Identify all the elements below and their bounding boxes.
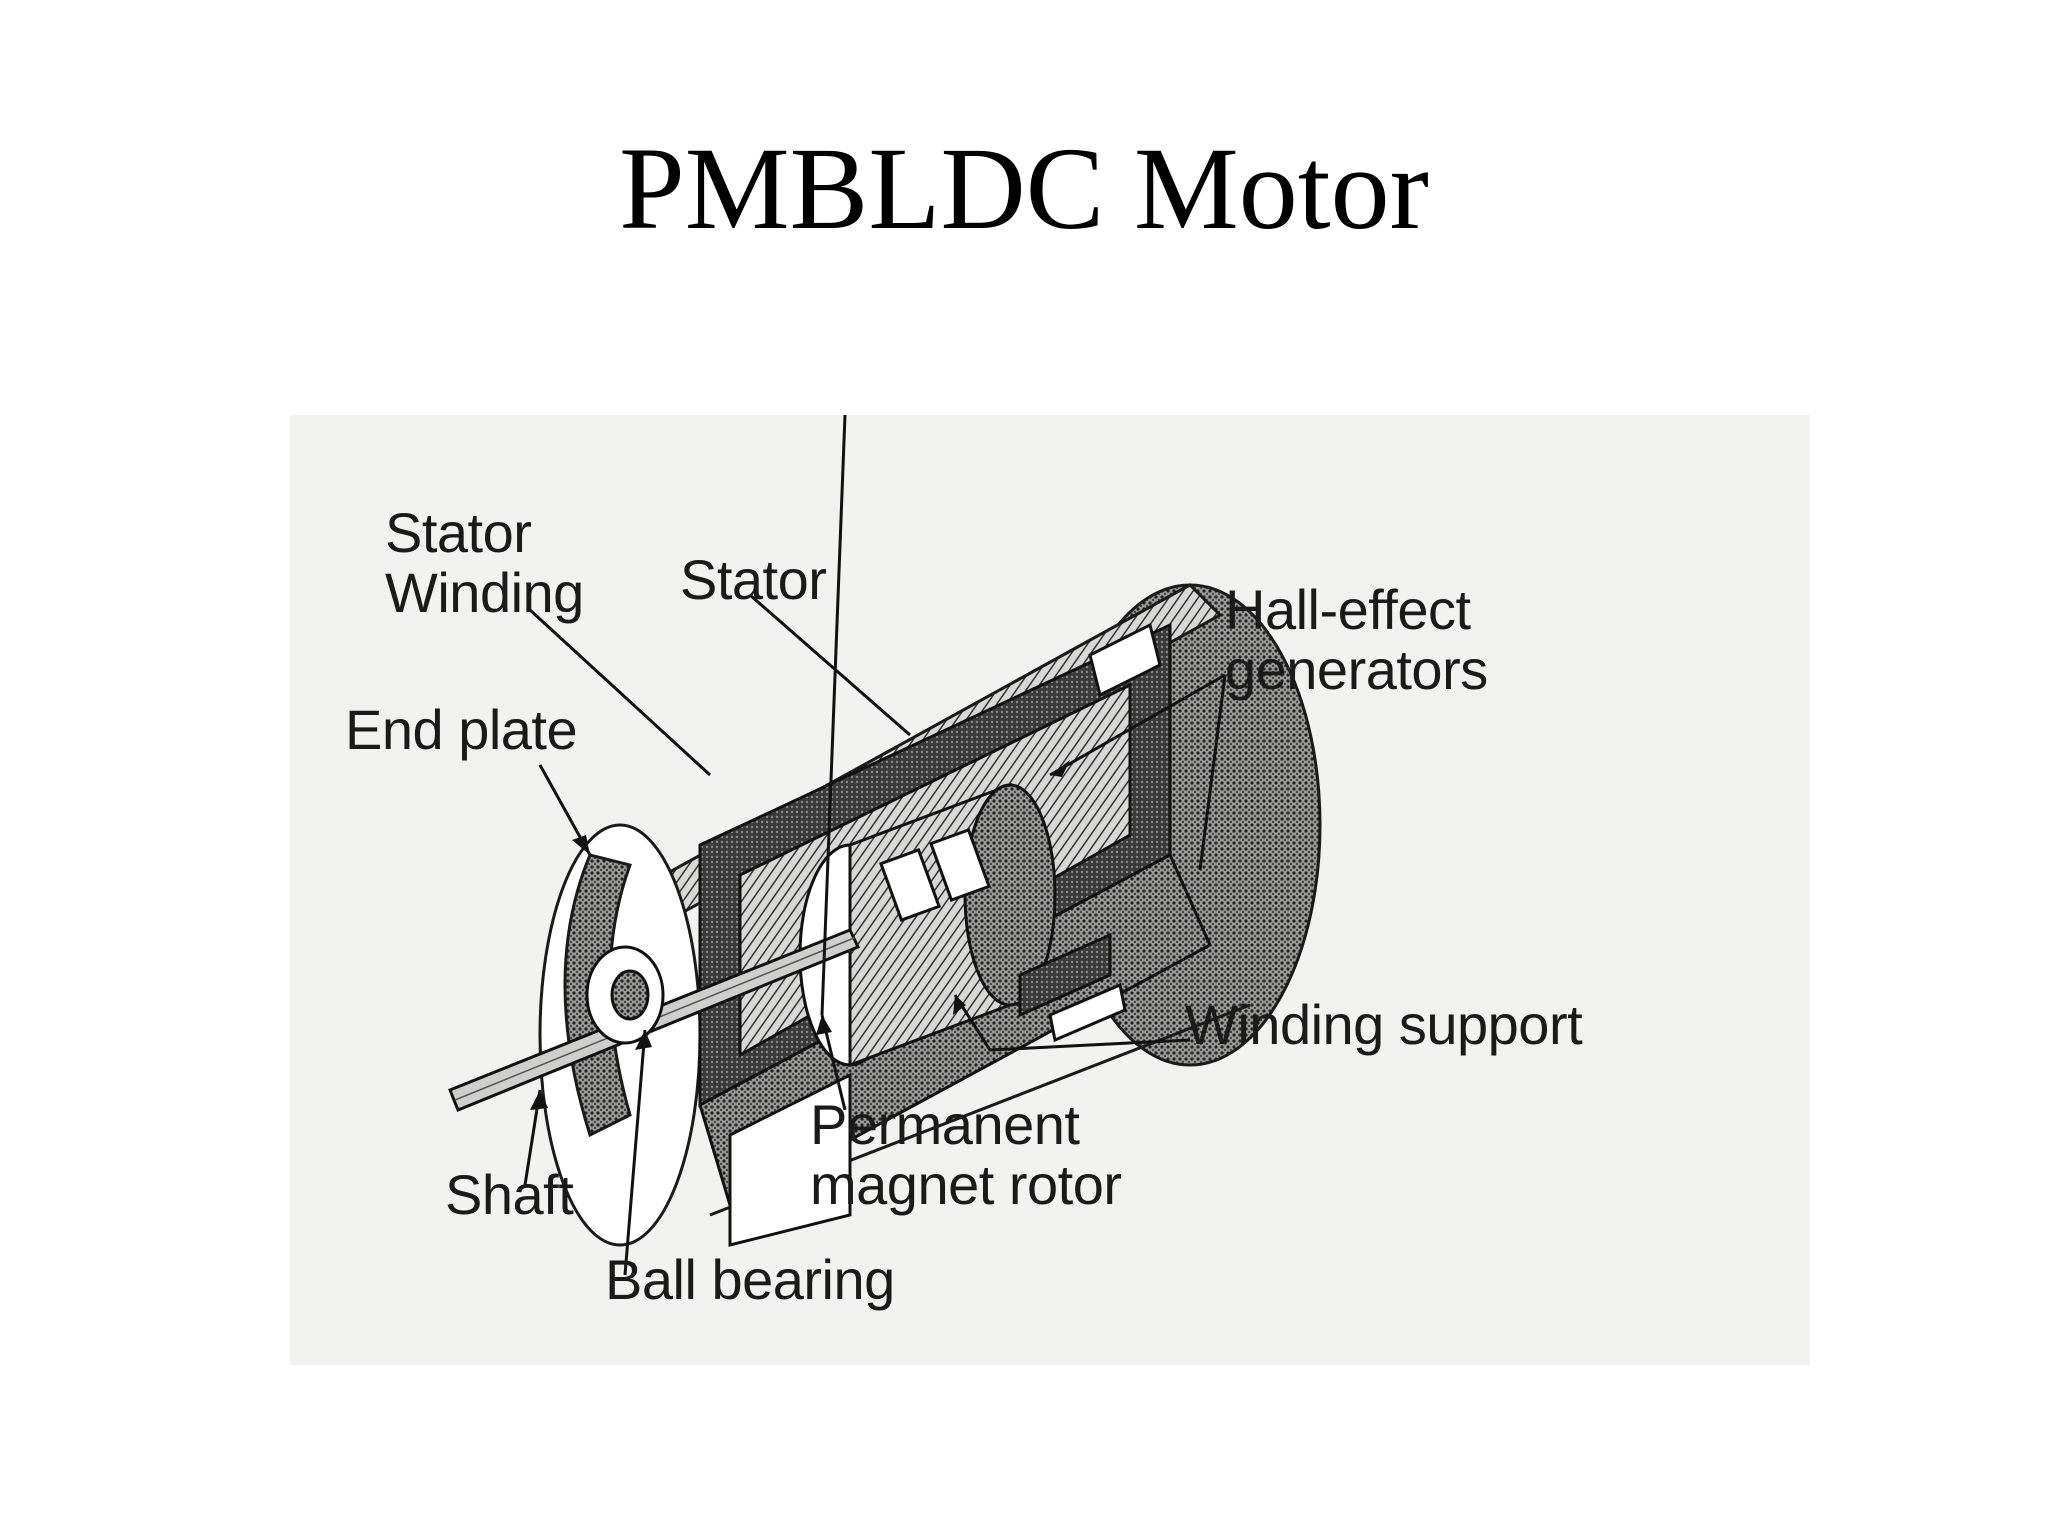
label-stator-winding: Stator Winding	[385, 503, 584, 623]
label-hall-effect-line2: generators	[1225, 638, 1488, 701]
label-permanent-magnet-rotor: Permanent magnet rotor	[810, 1095, 1122, 1215]
label-stator-winding-line1: Stator	[385, 501, 532, 564]
leader-lines	[523, 415, 1227, 1276]
label-ball-bearing: Ball bearing	[605, 1248, 895, 1311]
slide-title: PMBLDC Motor	[619, 123, 1429, 254]
label-stator: Stator	[680, 548, 827, 611]
label-rotor-line1: Permanent	[810, 1093, 1080, 1156]
label-shaft: Shaft	[445, 1163, 574, 1226]
label-hall-effect-line1: Hall-effect	[1225, 578, 1471, 641]
arrow-heads	[530, 760, 1070, 1110]
label-rotor-line2: magnet rotor	[810, 1153, 1122, 1216]
label-winding-support: Winding support	[1185, 993, 1583, 1056]
motor-cutaway-drawing	[448, 415, 1322, 1276]
winding-support-drawing	[1018, 622, 1162, 1043]
label-end-plate: End plate	[345, 698, 578, 761]
label-hall-effect-generators: Hall-effect generators	[1225, 580, 1488, 700]
label-stator-winding-line2: Winding	[385, 561, 584, 624]
motor-diagram: Stator Winding Stator End plate Hall-eff…	[290, 415, 1810, 1365]
ball-bearing-drawing	[585, 945, 665, 1045]
